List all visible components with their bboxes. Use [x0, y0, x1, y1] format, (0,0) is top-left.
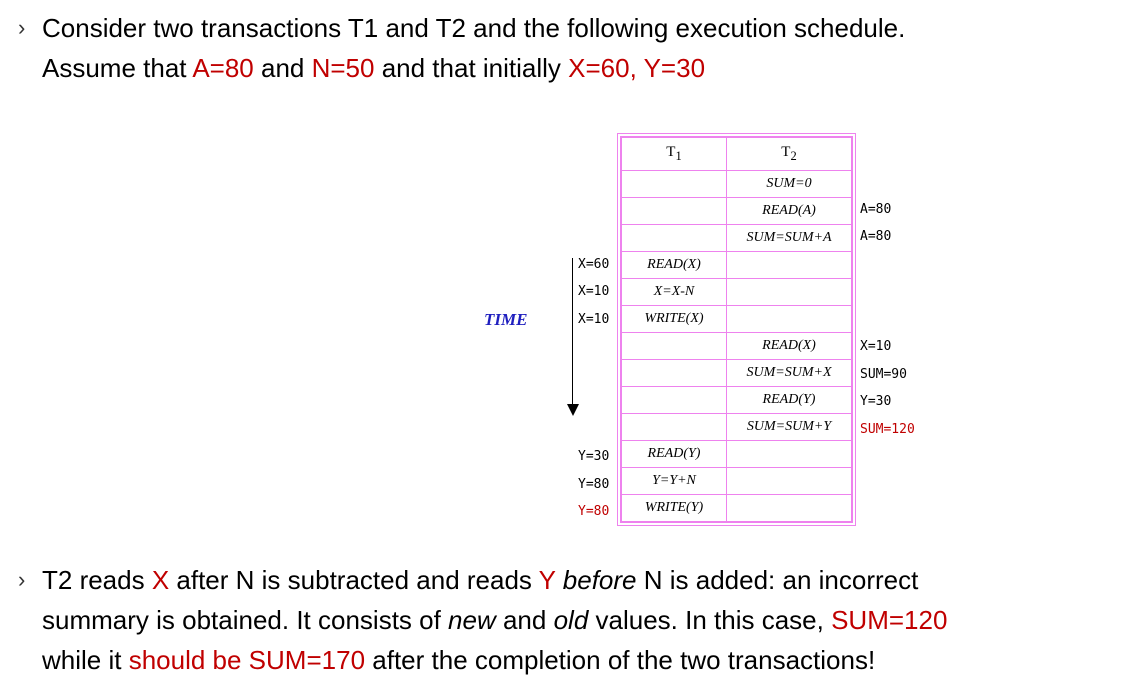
right-annotation: SUM=90 [860, 366, 907, 382]
schedule-row: READ(Y) [621, 440, 852, 468]
schedule-row: SUM=SUM+Y [621, 413, 852, 441]
schedule-cell-t1: Y=Y+N [621, 467, 727, 495]
schedule-cell-t2 [726, 305, 852, 333]
conclusion-line-2: summary is obtained. It consists of new … [42, 605, 948, 635]
chevron-right-icon: › [18, 15, 26, 40]
conclusion-line-1: T2 reads X after N is subtracted and rea… [42, 565, 919, 595]
schedule-cell-t2: READ(A) [726, 197, 852, 225]
a-value: A=80 [192, 53, 254, 83]
right-annotation: X=10 [860, 339, 892, 354]
schedule-cell-t1 [621, 413, 727, 441]
schedule-cell-t2: SUM=SUM+Y [726, 413, 852, 441]
right-annotation: A=80 [860, 229, 892, 244]
right-annotation: SUM=120 [860, 421, 915, 437]
xy-initial-values: X=60, Y=30 [568, 53, 706, 83]
conclusion-line-3: while it should be SUM=170 after the com… [42, 645, 876, 675]
schedule-row: READ(X) [621, 332, 852, 360]
chevron-right-icon: › [18, 567, 26, 592]
left-annotation: Y=80 [578, 504, 610, 519]
schedule-cell-t1: WRITE(X) [621, 305, 727, 333]
header-t1: T1 [621, 137, 727, 171]
schedule-cell-t1: READ(X) [621, 251, 727, 279]
schedule-cell-t1: READ(Y) [621, 440, 727, 468]
schedule-row: WRITE(X) [621, 305, 852, 333]
header-t2: T2 [726, 137, 852, 171]
time-label: TIME [484, 310, 528, 329]
intro-line-2: Assume that A=80 and N=50 and that initi… [42, 53, 706, 83]
schedule-cell-t1: WRITE(Y) [621, 494, 727, 522]
right-annotation: Y=30 [860, 394, 892, 409]
schedule-cell-t1 [621, 224, 727, 252]
left-annotation: X=60 [578, 256, 610, 272]
schedule-cell-t1 [621, 359, 727, 387]
schedule-cell-t2 [726, 278, 852, 306]
schedule-row: SUM=SUM+A [621, 224, 852, 252]
schedule-row: Y=Y+N [621, 467, 852, 495]
schedule-cell-t2 [726, 494, 852, 522]
left-annotation: X=10 [578, 311, 610, 327]
schedule-row: READ(A) [621, 197, 852, 225]
schedule-cell-t1 [621, 332, 727, 360]
schedule-cell-t2: SUM=0 [726, 170, 852, 198]
schedule-cell-t1: X=X-N [621, 278, 727, 306]
schedule-cell-t1 [621, 197, 727, 225]
schedule-row: READ(Y) [621, 386, 852, 414]
schedule-cell-t2: SUM=SUM+A [726, 224, 852, 252]
intro-line-1: Consider two transactions T1 and T2 and … [42, 13, 906, 43]
conclusion-text: T2 reads X after N is subtracted and rea… [42, 560, 947, 680]
n-value: N=50 [311, 53, 375, 83]
intro-text: Consider two transactions T1 and T2 and … [42, 8, 905, 88]
schedule-row: WRITE(Y) [621, 494, 852, 522]
schedule-row: READ(X) [621, 251, 852, 279]
left-annotation: X=10 [578, 284, 610, 299]
left-annotation: Y=30 [578, 449, 610, 464]
right-annotation: A=80 [860, 201, 892, 217]
schedule-cell-t2: READ(X) [726, 332, 852, 360]
schedule-cell-t2: READ(Y) [726, 386, 852, 414]
schedule-cell-t2 [726, 467, 852, 495]
schedule-cell-t1 [621, 386, 727, 414]
schedule-cell-t2: SUM=SUM+X [726, 359, 852, 387]
schedule-row: X=X-N [621, 278, 852, 306]
schedule-cell-t1 [621, 170, 727, 198]
time-arrowhead-icon [567, 404, 579, 416]
schedule-cell-t2 [726, 440, 852, 468]
schedule-row: SUM=0 [621, 170, 852, 198]
time-arrow-line [572, 258, 573, 408]
left-annotation: Y=80 [578, 476, 610, 492]
schedule-cell-t2 [726, 251, 852, 279]
schedule-row: SUM=SUM+X [621, 359, 852, 387]
